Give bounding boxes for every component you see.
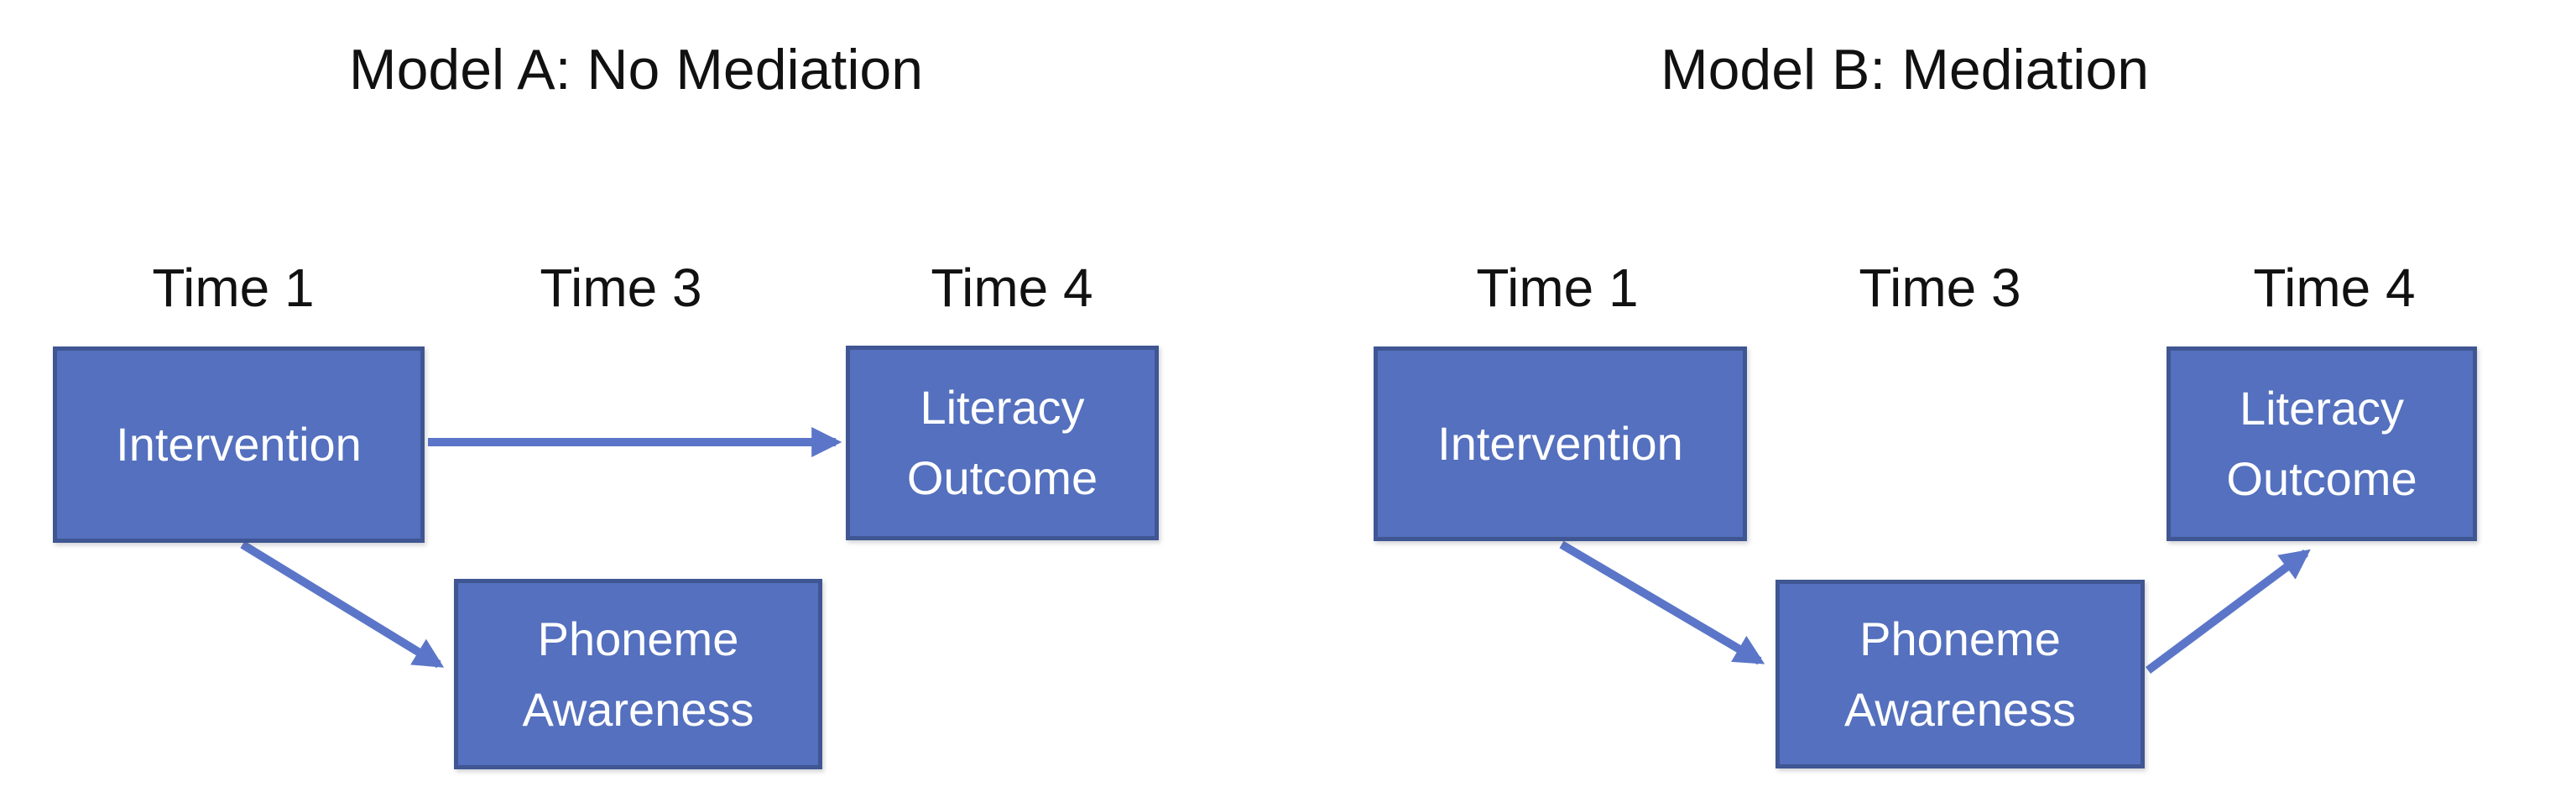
model-b-time-label-1: Time 1	[1476, 258, 1639, 318]
model-a-time-label-1: Time 1	[152, 258, 315, 318]
arrow-a-intervention-to-mediator	[240, 540, 445, 669]
model-b-title: Model B: Mediation	[1660, 38, 2150, 102]
model-a-title: Model A: No Mediation	[348, 38, 924, 102]
model-a-literacy-outcome-box: Literacy Outcome	[846, 346, 1159, 540]
model-b-intervention-label: Intervention	[1437, 417, 1683, 470]
model-b-phoneme-awareness-box: Phoneme Awareness	[1776, 580, 2145, 768]
model-a-literacy-outcome-label: Literacy Outcome	[906, 381, 1098, 504]
model-b-phoneme-awareness-label: Phoneme Awareness	[1843, 612, 2076, 736]
model-a-intervention-box: Intervention	[53, 346, 425, 543]
model-b-literacy-outcome-box: Literacy Outcome	[2167, 346, 2477, 541]
model-a-phoneme-awareness-label: Phoneme Awareness	[522, 612, 754, 736]
model-b-literacy-outcome-label: Literacy Outcome	[2226, 382, 2417, 505]
model-a-time-label-3: Time 3	[540, 258, 702, 318]
model-a-intervention-label: Intervention	[116, 418, 362, 471]
model-b-intervention-box: Intervention	[1374, 346, 1747, 541]
arrow-b-mediator-to-outcome	[2146, 549, 2311, 675]
model-a-time-label-4: Time 4	[931, 258, 1093, 318]
model-b-time-label-4: Time 4	[2253, 258, 2416, 318]
arrow-b-intervention-to-mediator	[1559, 540, 1765, 665]
model-a-phoneme-awareness-box: Phoneme Awareness	[454, 579, 822, 769]
model-b-time-label-3: Time 3	[1859, 258, 2021, 318]
